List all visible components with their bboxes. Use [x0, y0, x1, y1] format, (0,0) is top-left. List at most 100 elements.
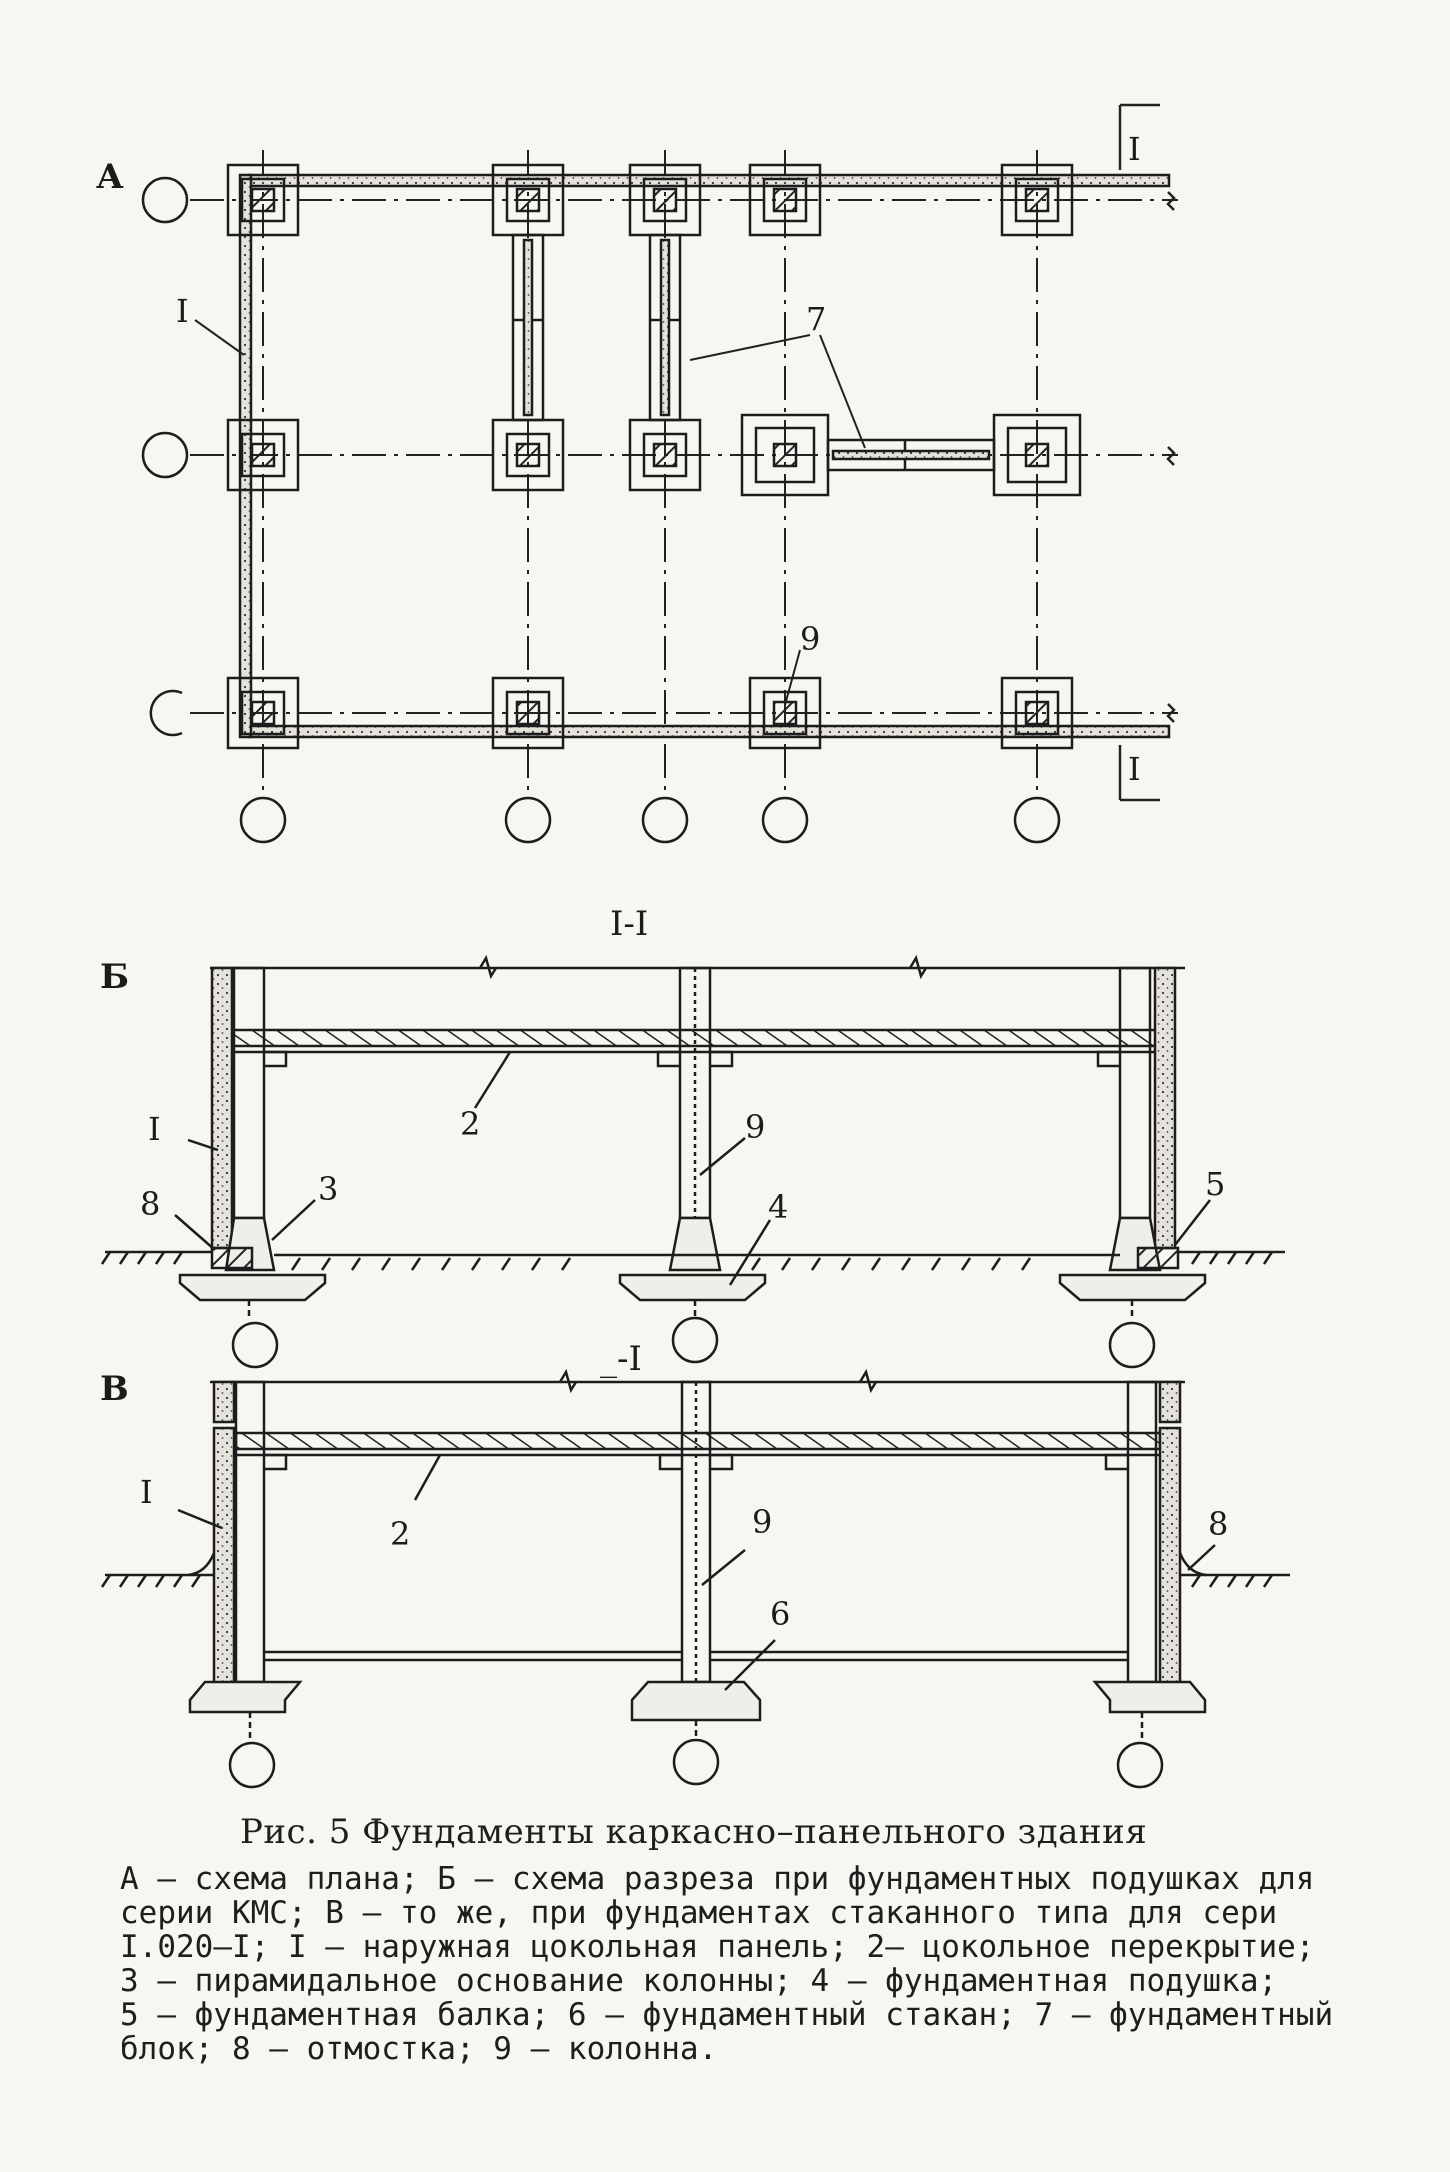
- cup-foundation-v-right: [1092, 1680, 1207, 1714]
- v-mark-floor: 2: [390, 1515, 410, 1553]
- pad-b5: [992, 413, 1082, 497]
- column-v-mid: [680, 1380, 712, 1684]
- b-mark-floor: 2: [460, 1105, 480, 1143]
- b-mark-pyramid-base: 3: [318, 1170, 338, 1208]
- pad-c1: [226, 676, 300, 750]
- block-col-3: [648, 233, 682, 422]
- column-b-mid: [678, 966, 712, 1220]
- plan-leaders: [194, 319, 866, 706]
- plinth-floor-slab-v: [234, 1431, 1162, 1451]
- bubble-v-2: [672, 1738, 720, 1786]
- column-v-left: [234, 1380, 266, 1684]
- bubble-row-3: [149, 689, 183, 737]
- pad-a1: [226, 163, 300, 237]
- plan-mark-block: 7: [806, 300, 826, 338]
- bubble-col-5: [1013, 796, 1061, 844]
- leader-b-panel: [187, 1138, 219, 1152]
- row-axes: [190, 199, 1178, 714]
- v-mark-cup: 6: [770, 1595, 790, 1633]
- leader-b-beam: [1174, 1199, 1211, 1246]
- pad-a5: [1000, 163, 1074, 237]
- b-mark-pad: 4: [768, 1188, 788, 1226]
- bubble-col-1: [239, 796, 287, 844]
- leader-b-pyramid: [271, 1199, 316, 1241]
- figure-legend: А – схема плана; Б – схема разреза при ф…: [120, 1861, 1334, 2067]
- cut-mark-bottom: I: [1128, 750, 1141, 788]
- foundation-beam-b-left: [210, 1246, 254, 1270]
- blind-area-v-left: [187, 1552, 216, 1577]
- foundation-blocks: [511, 233, 996, 472]
- foundation-pad-b-right: [1058, 1273, 1207, 1302]
- grid-bubbles: [141, 176, 1061, 844]
- bubble-col-2: [504, 796, 552, 844]
- b-mark-blind-area: 8: [140, 1185, 160, 1223]
- pad-a4: [748, 163, 822, 237]
- pad-c2: [491, 676, 565, 750]
- figure-caption-title: Рис. 5 Фундаменты каркасно–панельного зд…: [240, 1812, 1148, 1852]
- bubble-row-1: [141, 176, 189, 224]
- exterior-panel-v-right: [1158, 1426, 1182, 1692]
- cut-mark-top: I: [1128, 130, 1141, 168]
- bubble-row-2: [141, 431, 189, 479]
- break-v-2: [858, 1368, 878, 1394]
- section-v-cut-title: _-I: [600, 1339, 642, 1379]
- break-b-2: [908, 954, 928, 980]
- b-mark-beam: 5: [1205, 1165, 1225, 1203]
- leader-column: [784, 649, 801, 706]
- plan-view: А I: [96, 103, 1178, 844]
- b-mark-column: 9: [745, 1108, 765, 1146]
- leader-v-blind-area: [1187, 1544, 1216, 1571]
- foundation-beam-b-right: [1136, 1246, 1180, 1270]
- section-b: I-I Б: [100, 904, 1285, 1369]
- plan-section-letter: А: [96, 157, 124, 197]
- bubble-v-1: [228, 1741, 276, 1789]
- foundation-pad-b-mid: [618, 1273, 767, 1302]
- leader-b-pad: [728, 1219, 772, 1286]
- column-b-left: [232, 966, 266, 1220]
- bubble-b-1: [231, 1321, 279, 1369]
- leader-block-a: [689, 334, 811, 361]
- cup-foundation-v-mid: [630, 1680, 762, 1722]
- plan-mark-column: 9: [800, 620, 820, 658]
- break-mark-mid: [1166, 446, 1176, 466]
- leader-v-panel: [177, 1508, 223, 1530]
- pad-c5: [1000, 676, 1074, 750]
- leader-block-b: [819, 334, 866, 449]
- bubble-col-4: [761, 796, 809, 844]
- section-v: _-I В: [100, 1339, 1290, 1789]
- plan-cut-markers: [1118, 103, 1176, 802]
- leader-v-column: [701, 1549, 746, 1586]
- v-mark-column: 9: [752, 1503, 772, 1541]
- cup-foundation-v-left: [188, 1680, 303, 1714]
- top-wall-panel: [247, 173, 1171, 188]
- v-mark-blind-area: 8: [1208, 1505, 1228, 1543]
- pyramid-base-b-mid: [668, 1216, 722, 1272]
- plan-mark-panel: I: [176, 292, 189, 330]
- pad-c4: [748, 676, 822, 750]
- leader-v-cup: [724, 1639, 776, 1691]
- break-b-1: [478, 954, 498, 980]
- bubble-b-3: [1108, 1321, 1156, 1369]
- break-mark-top: [1166, 191, 1176, 211]
- break-v-1: [558, 1368, 578, 1394]
- leader-b-floor: [473, 1051, 512, 1109]
- section-v-letter: В: [100, 1369, 129, 1409]
- break-mark-bottom: [1166, 703, 1176, 723]
- leader-b-column: [699, 1137, 746, 1176]
- column-v-right: [1126, 1380, 1158, 1684]
- bubble-v-3: [1116, 1741, 1164, 1789]
- pad-a2: [491, 163, 565, 237]
- leader-v-floor: [413, 1454, 442, 1501]
- column-b-right: [1118, 966, 1152, 1220]
- leader-panel: [194, 319, 245, 356]
- block-row-2: [826, 438, 996, 472]
- foundation-pads: [226, 163, 1082, 750]
- pad-b1: [226, 418, 300, 492]
- exterior-panel-v-left: [212, 1426, 236, 1692]
- bottom-wall-panel: [247, 724, 1171, 739]
- block-col-2: [511, 233, 545, 422]
- v-mark-panel: I: [140, 1473, 153, 1511]
- leader-b-blind-area: [174, 1214, 216, 1251]
